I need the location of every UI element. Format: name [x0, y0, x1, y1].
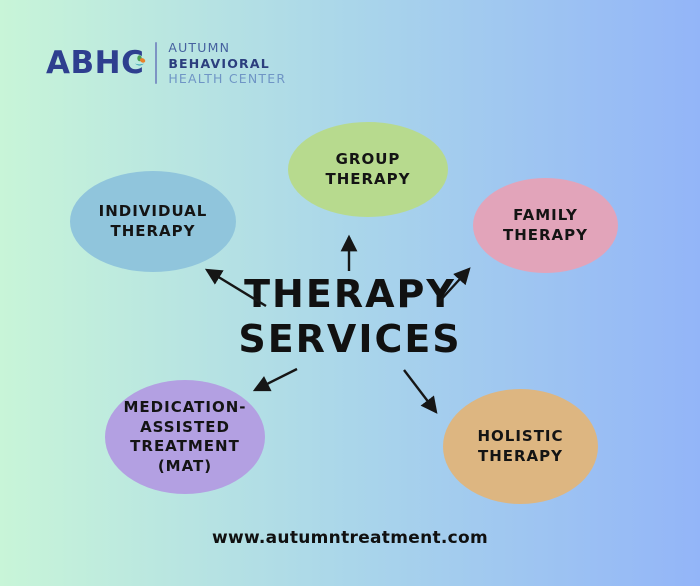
node-family-therapy-label: FAMILY THERAPY — [502, 206, 589, 244]
diagram-title-line1: THERAPY — [244, 272, 456, 316]
website-url: www.autumntreatment.com — [211, 528, 489, 548]
node-group-therapy: GROUP THERAPY — [288, 122, 448, 217]
diagram-title: THERAPY SERVICES — [238, 272, 461, 362]
node-mat-label: MEDICATION- ASSISTED TREATMENT (MAT) — [123, 398, 247, 475]
node-family-therapy: FAMILY THERAPY — [473, 178, 618, 273]
logo-divider — [155, 42, 158, 85]
logo-line-autumn: AUTUMN — [168, 40, 231, 55]
arrow-to-mat — [252, 367, 298, 392]
node-holistic-therapy: HOLISTIC THERAPY — [443, 389, 598, 504]
node-individual-therapy-label: INDIVIDUAL THERAPY — [98, 202, 208, 240]
node-group-therapy-label: GROUP THERAPY — [325, 150, 411, 188]
node-medication-assisted-treatment: MEDICATION- ASSISTED TREATMENT (MAT) — [105, 380, 265, 494]
arrow-to-holistic-therapy — [403, 369, 438, 414]
logo: ABHC AUTUMN BEHAVIORAL HEALTH CENTER — [46, 40, 286, 87]
logo-abbr-text: ABHC — [46, 44, 145, 81]
leaf-icon — [135, 55, 146, 66]
logo-line-behavioral: BEHAVIORAL — [168, 55, 270, 71]
logo-abbr: ABHC — [46, 44, 146, 81]
diagram-title-line2: SERVICES — [238, 316, 462, 361]
node-holistic-therapy-label: HOLISTIC THERAPY — [477, 427, 564, 465]
node-individual-therapy: INDIVIDUAL THERAPY — [70, 171, 236, 272]
logo-wordmark: AUTUMN BEHAVIORAL HEALTH CENTER — [168, 40, 286, 87]
logo-line-health-center: HEALTH CENTER — [168, 71, 287, 87]
